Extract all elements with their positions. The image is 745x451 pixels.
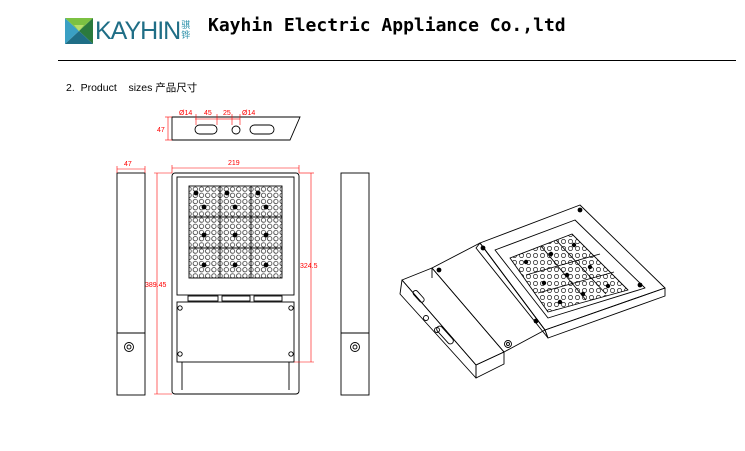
company-name: Kayhin Electric Appliance Co.,ltd bbox=[208, 15, 566, 36]
section-title: 2. Product sizes 产品尺寸 bbox=[66, 82, 198, 94]
dim-top-w45: 45 bbox=[204, 110, 212, 117]
dim-top-h47: 47 bbox=[157, 127, 165, 134]
top-view-dims bbox=[165, 114, 241, 141]
left-side-view bbox=[116, 172, 146, 396]
dim-front-h324: 324.5 bbox=[300, 263, 318, 270]
dim-top-w25: 25 bbox=[223, 110, 231, 117]
front-view-dims bbox=[154, 165, 314, 395]
dim-front-h389: 389.45 bbox=[145, 282, 167, 289]
isometric-led-dots bbox=[523, 242, 611, 305]
logo-chinese-mark: 骐铧 bbox=[181, 21, 191, 41]
document-header: KAYHIN 骐铧 Kayhin Electric Appliance Co.,… bbox=[0, 0, 745, 60]
isometric-view bbox=[399, 204, 666, 379]
left-side-dims bbox=[116, 166, 146, 173]
header-divider bbox=[58, 60, 736, 61]
dim-side-w47: 47 bbox=[124, 161, 132, 168]
isometric-screws bbox=[436, 207, 643, 324]
top-view bbox=[171, 116, 301, 141]
right-side-view bbox=[340, 172, 370, 396]
dim-top-d2: Ø14 bbox=[242, 110, 255, 117]
company-logo: KAYHIN 骐铧 bbox=[64, 14, 193, 48]
logo-mark-icon bbox=[65, 18, 93, 44]
dim-top-d1: Ø14 bbox=[179, 110, 192, 117]
front-view-led-dots bbox=[193, 190, 269, 268]
logo-wordmark: KAYHIN bbox=[95, 17, 181, 45]
dim-front-w219: 219 bbox=[228, 160, 240, 167]
